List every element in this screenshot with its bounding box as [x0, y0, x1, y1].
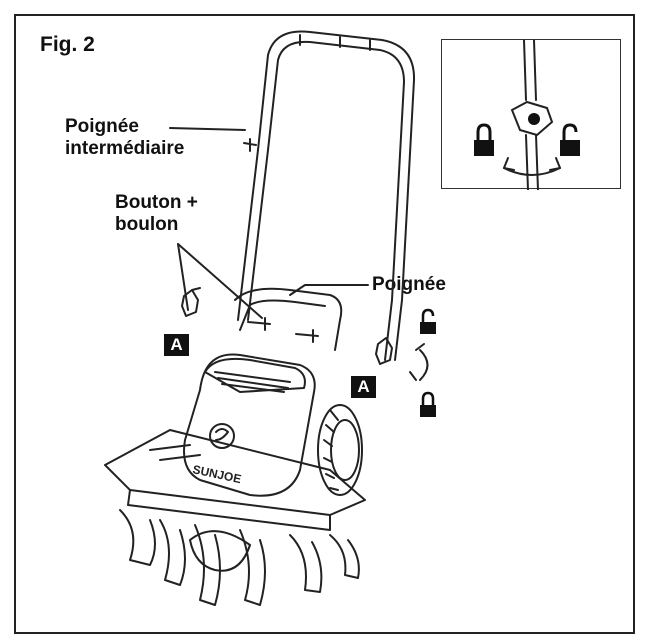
bolt-left	[247, 317, 271, 331]
leader-knob-left	[177, 243, 189, 311]
knob-part-right	[375, 337, 393, 365]
lock-icons-main	[420, 308, 436, 417]
label-intermediate-handle-line2: intermédiaire	[65, 138, 185, 159]
inset-unlock-icon	[560, 140, 580, 156]
figure-title: Fig. 2	[40, 33, 95, 56]
handle-shaft-right	[384, 299, 403, 361]
handle-bracket	[234, 287, 343, 351]
inset-drawing	[474, 40, 580, 190]
leader-intermediate	[169, 127, 246, 131]
brand-text: SUNJOE	[191, 462, 242, 486]
wheel	[317, 404, 363, 496]
upper-handle-frame	[257, 30, 416, 301]
figure-frame	[14, 14, 635, 634]
unlock-icon-top	[420, 322, 436, 334]
bolt-right	[295, 329, 319, 343]
inset-knob	[510, 100, 554, 137]
rotate-arrow-icon	[409, 343, 429, 381]
label-knob-bolt: Bouton + boulon	[115, 192, 198, 236]
knob-part-left	[181, 287, 201, 317]
badge-a-right: A	[351, 376, 376, 398]
tines	[119, 509, 360, 606]
inset-lock-detail	[441, 39, 621, 190]
label-knob-bolt-line1: Bouton +	[115, 192, 198, 213]
lock-icon-bottom	[420, 405, 436, 417]
leader-handle	[289, 284, 369, 296]
label-intermediate-handle: Poignée intermédiaire	[65, 116, 184, 160]
motor-housing	[183, 353, 316, 497]
label-knob-bolt-line2: boulon	[115, 214, 179, 235]
leader-knob-right	[177, 243, 263, 319]
label-intermediate-handle-line1: Poignée	[65, 116, 139, 137]
inset-shaft	[523, 40, 537, 101]
label-handle: Poignée	[372, 274, 446, 295]
badge-a-left: A	[164, 334, 189, 356]
inset-lock-icon	[474, 140, 494, 156]
inset-rotate-arrow-icon	[503, 167, 561, 176]
